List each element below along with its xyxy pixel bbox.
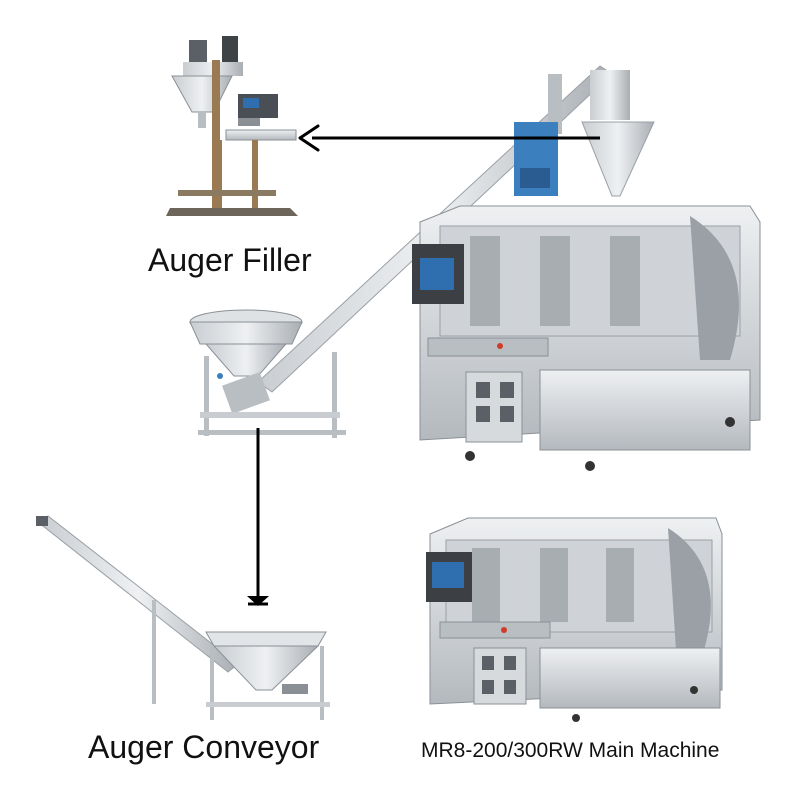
auger-filler-machine-icon [166,36,298,216]
auger-filler-label: Auger Filler [148,242,312,278]
auger-conveyor-label: Auger Conveyor [88,729,320,765]
main-machine-label: MR8-200/300RW Main Machine [421,739,720,762]
arrow-right-icon [298,124,600,152]
arrow-down-icon [247,428,269,606]
main-machine-with-conveyor-icon [257,65,761,471]
auger-conveyor-machine-icon [36,515,330,720]
hopper-feeder-icon [189,309,346,438]
rotary-packing-machine-icon [426,517,723,722]
